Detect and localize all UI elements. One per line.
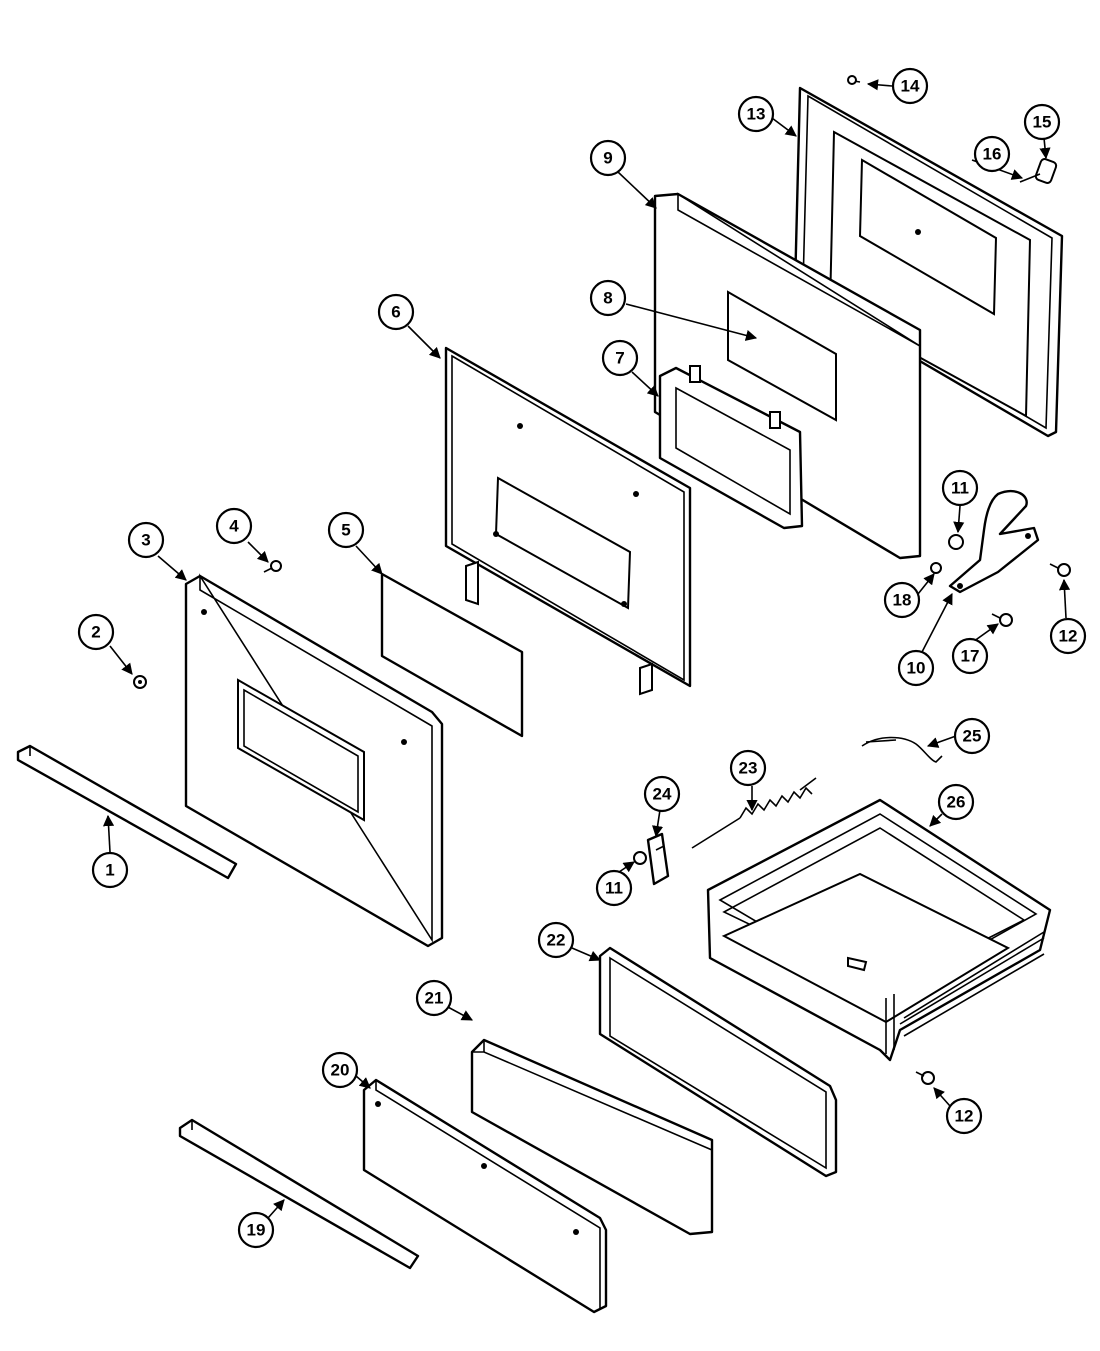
part-11-nut-lower (633, 851, 647, 865)
part-17-screw (991, 613, 1013, 627)
svg-text:9: 9 (603, 149, 612, 168)
callout-21: 21 (415, 979, 453, 1017)
part-13-door-frame (793, 86, 1064, 438)
svg-text:5: 5 (341, 521, 350, 540)
svg-text:20: 20 (331, 1061, 350, 1080)
part-19-bottom-trim (178, 1118, 420, 1270)
svg-text:18: 18 (893, 591, 912, 610)
svg-text:16: 16 (983, 145, 1002, 164)
svg-text:6: 6 (391, 303, 400, 322)
part-26-drawer (706, 798, 1052, 1062)
svg-text:12: 12 (1059, 627, 1078, 646)
callout-10: 10 (897, 649, 935, 687)
callout-8: 8 (589, 279, 627, 317)
svg-text:8: 8 (603, 289, 612, 308)
part-2-nut (133, 675, 147, 689)
svg-text:14: 14 (901, 77, 920, 96)
callout-15: 15 (1023, 103, 1061, 141)
part-21-drawer-block (470, 1038, 714, 1236)
callout-16: 16 (973, 135, 1011, 173)
callout-6: 6 (377, 293, 415, 331)
callout-22: 22 (537, 921, 575, 959)
callout-3: 3 (127, 521, 165, 559)
callout-18: 18 (883, 581, 921, 619)
part-6-door-liner (444, 346, 692, 696)
svg-text:2: 2 (91, 623, 100, 642)
part-12-screw-upper (1049, 563, 1071, 577)
svg-text:23: 23 (739, 759, 758, 778)
callout-9: 9 (589, 139, 627, 177)
svg-text:26: 26 (947, 793, 966, 812)
part-25-wire (861, 736, 943, 763)
svg-text:7: 7 (615, 349, 624, 368)
part-5-glass (380, 572, 524, 738)
callout-11-lower: 11 (595, 869, 633, 907)
svg-text:19: 19 (247, 1221, 266, 1240)
callout-13: 13 (737, 95, 775, 133)
part-3-outer-door (184, 573, 444, 948)
svg-text:10: 10 (907, 659, 926, 678)
callout-12-lower: 12 (945, 1097, 983, 1135)
part-15-16-stop (1019, 158, 1058, 184)
callout-26: 26 (937, 783, 975, 821)
callout-11-upper: 11 (941, 469, 979, 507)
callout-2: 2 (77, 613, 115, 651)
svg-text:24: 24 (653, 785, 672, 804)
callout-23: 23 (729, 749, 767, 787)
svg-text:12: 12 (955, 1107, 974, 1126)
part-10-hinge (948, 489, 1040, 594)
callout-1: 1 (91, 851, 129, 889)
svg-text:15: 15 (1033, 113, 1052, 132)
callout-25: 25 (953, 717, 991, 755)
leader-lines (102, 79, 1071, 1219)
svg-text:21: 21 (425, 989, 444, 1008)
part-22-drawer-panel (598, 946, 838, 1178)
callout-17: 17 (951, 637, 989, 675)
callout-14: 14 (891, 67, 929, 105)
svg-text:11: 11 (951, 479, 969, 498)
callout-24: 24 (643, 775, 681, 813)
svg-text:3: 3 (141, 531, 150, 550)
part-18-washer (930, 562, 942, 574)
part-1-trim (16, 744, 238, 880)
svg-text:22: 22 (547, 931, 566, 950)
callout-20: 20 (321, 1051, 359, 1089)
part-14-screw (847, 75, 861, 85)
svg-text:13: 13 (747, 105, 766, 124)
callout-12-upper: 12 (1049, 617, 1087, 655)
part-9-inner-panel (653, 192, 922, 560)
svg-text:1: 1 (105, 861, 114, 880)
part-20-drawer-front (362, 1078, 608, 1314)
part-23-spring (691, 777, 817, 849)
part-4-screw (263, 560, 282, 573)
part-11-nut-upper (948, 534, 964, 550)
svg-text:25: 25 (963, 727, 982, 746)
part-24-bracket (646, 832, 670, 886)
callout-7: 7 (601, 339, 639, 377)
part-7-window-bracket (658, 365, 804, 530)
svg-text:17: 17 (961, 647, 980, 666)
callout-19: 19 (237, 1211, 275, 1249)
svg-text:11: 11 (605, 879, 623, 898)
callout-4: 4 (215, 507, 253, 545)
part-12-screw-lower (915, 1071, 935, 1085)
callout-5: 5 (327, 511, 365, 549)
svg-text:4: 4 (229, 517, 239, 536)
